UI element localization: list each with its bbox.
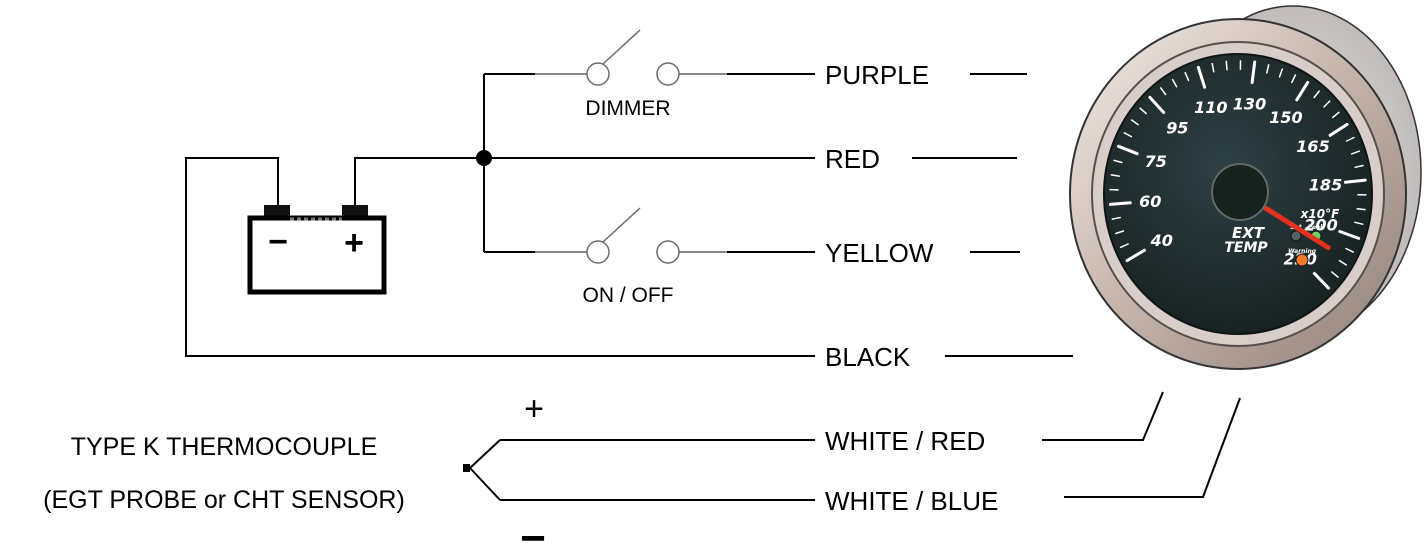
gauge-minor-tick (1331, 111, 1340, 119)
wire-label-yellow: YELLOW (825, 238, 934, 268)
gauge-scale-number: 60 (1139, 192, 1161, 211)
gauge-minor-tick (1211, 62, 1215, 73)
gauge-scale-number: 75 (1145, 152, 1167, 171)
gauge-minor-tick (1345, 136, 1355, 142)
gauge-name-line2: TEMP (1224, 240, 1268, 256)
gauge-scale-ticks (1108, 60, 1367, 290)
thermocouple-block: TYPE K THERMOCOUPLE (EGT PROBE or CHT SE… (43, 390, 546, 554)
gauge-minor-tick (1354, 164, 1364, 169)
on-off-switch: ON / OFF (583, 207, 680, 307)
gauge-minor-tick (1119, 243, 1129, 249)
gauge-minor-tick (1110, 174, 1120, 177)
gauge-scale-number: 110 (1194, 98, 1227, 117)
gauge-minor-tick (1330, 271, 1339, 278)
gauge-minor-tick (1113, 159, 1123, 164)
gauge-major-tick (1312, 271, 1330, 290)
gauge-minor-tick (1350, 150, 1360, 155)
gauge-minor-tick (1159, 87, 1167, 96)
gauge-minor-tick (1323, 100, 1331, 108)
dimmer-lever (602, 29, 641, 65)
gauge: 40607595110130150165185200220 EXT TEMP x… (1069, 5, 1422, 370)
gauge-minor-tick (1338, 259, 1348, 266)
indicator-label-warning: Warning (1288, 248, 1317, 255)
gauge-major-tick (1328, 122, 1349, 137)
gauge-minor-tick (1139, 107, 1147, 115)
gauge-minor-tick (1171, 78, 1178, 88)
on-off-label: ON / OFF (583, 284, 674, 307)
gauge-minor-tick (1115, 230, 1125, 235)
wire-label-red: RED (825, 144, 880, 174)
indicator-label-peak: Peak (1308, 224, 1325, 231)
thermocouple-plus-symbol: + (524, 390, 544, 428)
gauge-minor-tick (1266, 64, 1270, 74)
on-off-contact-left (586, 240, 610, 264)
gauge-major-tick (1250, 60, 1257, 85)
gauge-scale-number: 95 (1166, 119, 1188, 138)
gauge-minor-tick (1356, 207, 1366, 211)
dimmer-label: DIMMER (585, 97, 670, 120)
wire-label-purple: PURPLE (825, 60, 929, 90)
gauge-scale-number: 150 (1269, 108, 1302, 127)
on-off-contact-right (656, 240, 680, 264)
battery-negative-symbol: − (268, 223, 288, 261)
gauge-name-line1: EXT (1232, 224, 1266, 242)
gauge-unit: x10°F (1300, 207, 1340, 221)
wire-labels: PURPLE RED YELLOW BLACK WHITE / RED WHIT… (825, 60, 998, 516)
gauge-minor-tick (1291, 74, 1297, 84)
gauge-major-tick (1343, 178, 1367, 184)
warning-indicator-light (1295, 253, 1309, 267)
gauge-scale-number: 40 (1150, 231, 1173, 250)
gauge-minor-tick (1111, 216, 1121, 220)
wiring-lines (185, 73, 1241, 501)
thermocouple-minus-symbol: − (520, 514, 546, 554)
gauge-minor-tick (1313, 90, 1320, 99)
gauge-major-tick (1196, 65, 1207, 89)
gauge-scale-number: 185 (1309, 175, 1342, 194)
gauge-scale-number: 130 (1233, 94, 1266, 113)
gauge-minor-tick (1123, 132, 1133, 138)
dimmer-contact-left (586, 62, 610, 86)
on-off-lever (602, 207, 641, 243)
gauge-minor-tick (1130, 119, 1139, 126)
gauge-scale-number: 165 (1296, 137, 1329, 156)
junction-dot (476, 150, 492, 166)
wire-label-white-red: WHITE / RED (825, 426, 985, 456)
gauge-major-tick (1117, 144, 1139, 156)
battery-icon: − + (247, 205, 387, 295)
dimmer-contact-right (656, 62, 680, 86)
thermocouple-subtitle: (EGT PROBE or CHT SENSOR) (43, 486, 405, 514)
set-indicator-light (1290, 230, 1302, 242)
gauge-needle-hub (1211, 163, 1269, 221)
gauge-scale-number: 200 (1304, 216, 1337, 235)
gauge-major-tick (1338, 230, 1361, 240)
gauge-minor-tick (1278, 68, 1284, 78)
battery-positive-symbol: + (344, 224, 364, 262)
wire-label-black: BLACK (825, 342, 911, 372)
dimmer-switch: DIMMER (585, 29, 680, 120)
gauge-minor-tick (1354, 221, 1364, 225)
gauge-minor-tick (1184, 71, 1190, 82)
gauge-minor-tick (1225, 60, 1228, 71)
gauge-major-tick (1148, 95, 1166, 114)
gauge-major-tick (1125, 248, 1146, 263)
thermocouple-title: TYPE K THERMOCOUPLE (71, 433, 378, 461)
gauge-major-tick (1108, 201, 1132, 206)
wire-label-white-blue: WHITE / BLUE (825, 486, 998, 516)
gauge-minor-tick (1345, 247, 1354, 253)
gauge-major-tick (1295, 80, 1310, 102)
